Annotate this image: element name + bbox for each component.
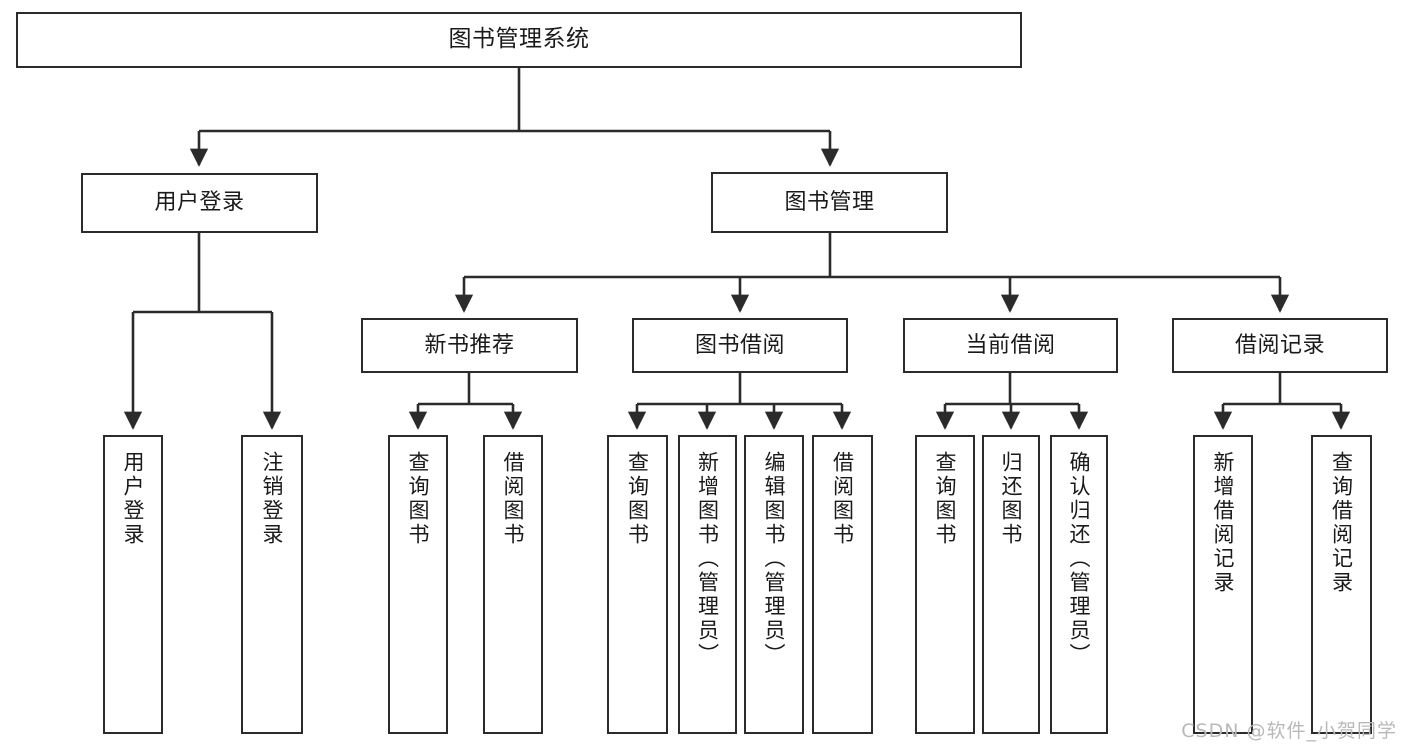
node-label: 新书推荐	[424, 332, 515, 358]
leaf-book-borrow-edit[interactable]: 编辑图书（管理员）	[744, 435, 804, 734]
leaf-book-borrow-query[interactable]: 查询图书	[607, 435, 668, 734]
leaf-current-borrow-return[interactable]: 归还图书	[982, 435, 1040, 734]
node-label: 借阅图书	[830, 451, 855, 547]
node-label: 用户登录	[154, 190, 245, 216]
leaf-current-borrow-confirm-return[interactable]: 确认归还（管理员）	[1050, 435, 1108, 734]
node-book-management[interactable]: 图书管理	[711, 172, 948, 233]
leaf-current-borrow-query[interactable]: 查询图书	[915, 435, 975, 734]
node-label: 归还图书	[999, 451, 1024, 547]
node-label: 查询图书	[406, 451, 431, 547]
node-label: 新增图书（管理员）	[695, 451, 720, 667]
node-root-system[interactable]: 图书管理系统	[16, 12, 1022, 68]
node-label: 图书借阅	[694, 332, 785, 358]
node-current-borrow[interactable]: 当前借阅	[903, 318, 1118, 373]
node-new-book-recommend[interactable]: 新书推荐	[361, 318, 578, 373]
leaf-new-book-query[interactable]: 查询图书	[388, 435, 448, 734]
node-label: 注销登录	[260, 451, 285, 547]
leaf-book-borrow-borrow[interactable]: 借阅图书	[812, 435, 873, 734]
node-label: 图书管理	[784, 189, 875, 215]
node-label: 当前借阅	[965, 332, 1056, 358]
node-label: 用户登录	[121, 451, 146, 547]
node-label: 查询图书	[933, 451, 958, 547]
csdn-watermark: CSDN @软件_小贺同学	[1181, 720, 1397, 742]
leaf-new-book-borrow[interactable]: 借阅图书	[483, 435, 543, 734]
leaf-borrow-records-add[interactable]: 新增借阅记录	[1193, 435, 1253, 734]
node-user-login[interactable]: 用户登录	[81, 173, 318, 233]
leaf-borrow-records-query[interactable]: 查询借阅记录	[1311, 435, 1372, 734]
node-label: 新增借阅记录	[1211, 451, 1236, 595]
node-label: 查询借阅记录	[1329, 451, 1354, 595]
node-label: 查询图书	[625, 451, 650, 547]
node-borrow-records[interactable]: 借阅记录	[1172, 318, 1388, 373]
node-label: 确认归还（管理员）	[1067, 451, 1092, 667]
leaf-user-login-logout[interactable]: 注销登录	[241, 435, 303, 734]
node-label: 借阅记录	[1234, 332, 1325, 358]
node-label: 借阅图书	[501, 451, 526, 547]
node-label: 图书管理系统	[448, 26, 590, 53]
node-label: 编辑图书（管理员）	[762, 451, 787, 667]
leaf-book-borrow-add[interactable]: 新增图书（管理员）	[678, 435, 737, 734]
node-book-borrow[interactable]: 图书借阅	[632, 318, 848, 373]
leaf-user-login-login[interactable]: 用户登录	[103, 435, 163, 734]
